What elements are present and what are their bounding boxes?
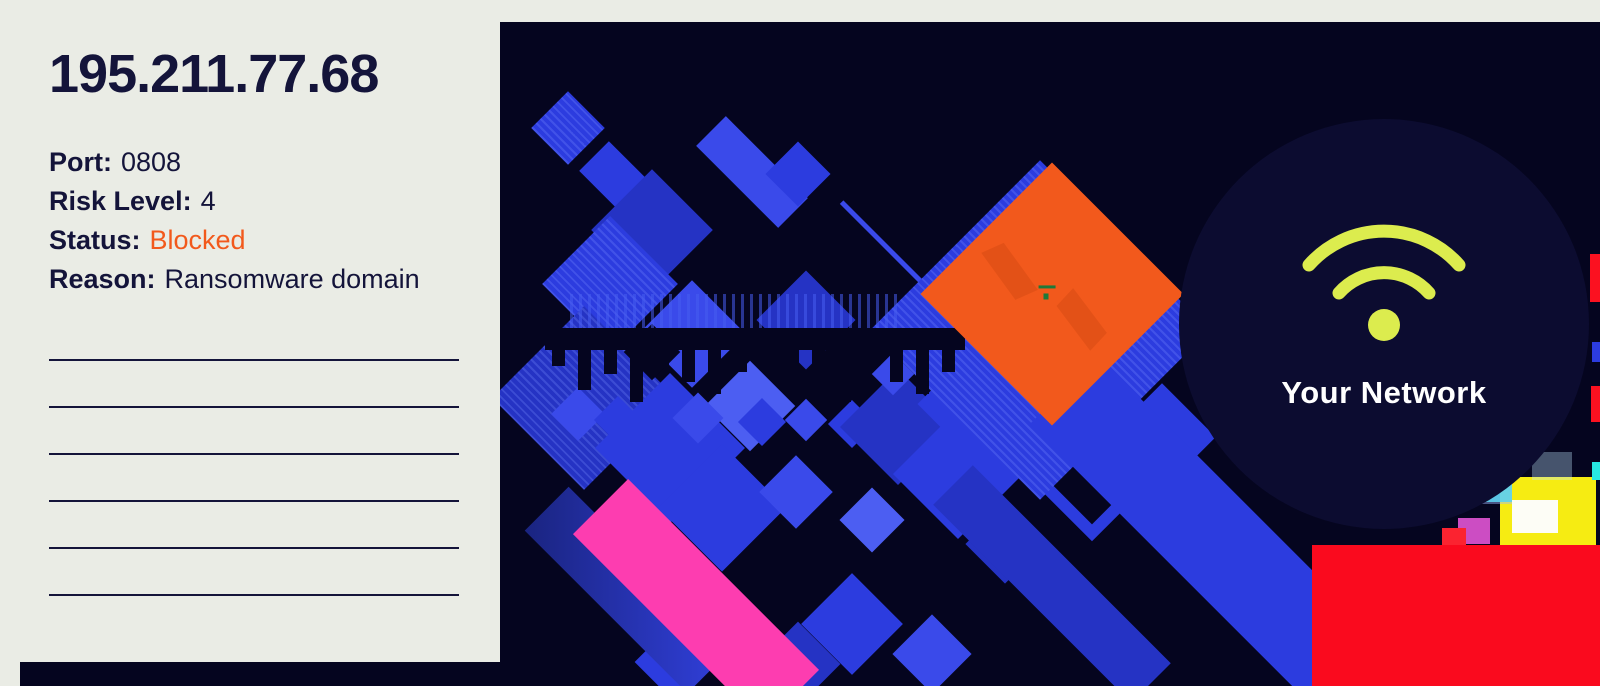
ip-address-title: 195.211.77.68 [49,44,379,104]
glitch-tooth [630,350,643,402]
redacted-line [49,405,459,408]
status-value-blocked: Blocked [149,224,246,255]
red-glitch-block [1312,545,1600,686]
field-row-status: Status: Blocked [49,221,469,260]
glitch-tooth [890,350,903,382]
glitch-tooth [708,350,721,394]
glitch-cursor [1043,293,1049,300]
noise-white [1512,500,1558,533]
glitch-tooth [916,350,929,394]
glitch-shape [839,487,905,553]
network-label: Your Network [1281,375,1487,410]
glitch-tooth [942,350,955,372]
glitch-cursor [1038,285,1056,289]
redacted-line [49,546,459,549]
edge-glitch-red [1590,254,1600,302]
threat-fields: Port: 0808 Risk Level: 4 Status: Blocked Re… [49,143,469,299]
redacted-line [49,358,459,361]
field-row-risk-level: Risk Level: 4 [49,182,469,221]
glitch-mark [981,242,1038,300]
glitch-tooth [604,350,617,374]
port-value: 0808 [121,146,182,177]
your-network-node: Your Network [1179,119,1589,529]
glitch-tooth [812,350,825,374]
glitch-mark [1056,288,1107,351]
glitch-tooth [734,350,747,372]
glitch-tooth [786,350,799,390]
glitch-tooth [682,350,695,382]
wifi-icon [1302,224,1466,341]
threat-info-panel: 195.211.77.68 Port: 0808 Risk Level: 4 Sta… [49,46,469,641]
edge-glitch-blue [1592,342,1600,362]
glitch-tooth [864,350,877,368]
glitch-tooth [656,350,669,368]
reason-value: Ransomware domain [164,263,420,294]
port-label: Port: [49,146,112,177]
field-row-port: Port: 0808 [49,143,469,182]
glitch-tooth [552,350,565,366]
glitch-tooth [760,350,773,366]
redacted-line [49,452,459,455]
risk-level-value: 4 [200,185,216,216]
network-glitch-art: Your Network [500,22,1600,686]
glitch-band [545,328,965,350]
field-row-reason: Reason: Ransomware domain [49,260,469,299]
edge-glitch-cyan [1592,462,1600,480]
glitch-shape [892,614,972,686]
noise-red [1442,528,1466,548]
glitch-tooth [578,350,591,390]
edge-glitch-red [1591,386,1600,422]
pinstripe-texture [570,294,900,330]
glitch-shape [531,91,605,165]
redacted-line [49,499,459,502]
redacted-lines [49,358,469,596]
bottom-navy-bar [20,662,500,686]
status-label: Status: [49,224,141,255]
risk-level-label: Risk Level: [49,185,192,216]
redacted-line [49,593,459,596]
glitch-tooth [838,350,851,402]
reason-label: Reason: [49,263,156,294]
